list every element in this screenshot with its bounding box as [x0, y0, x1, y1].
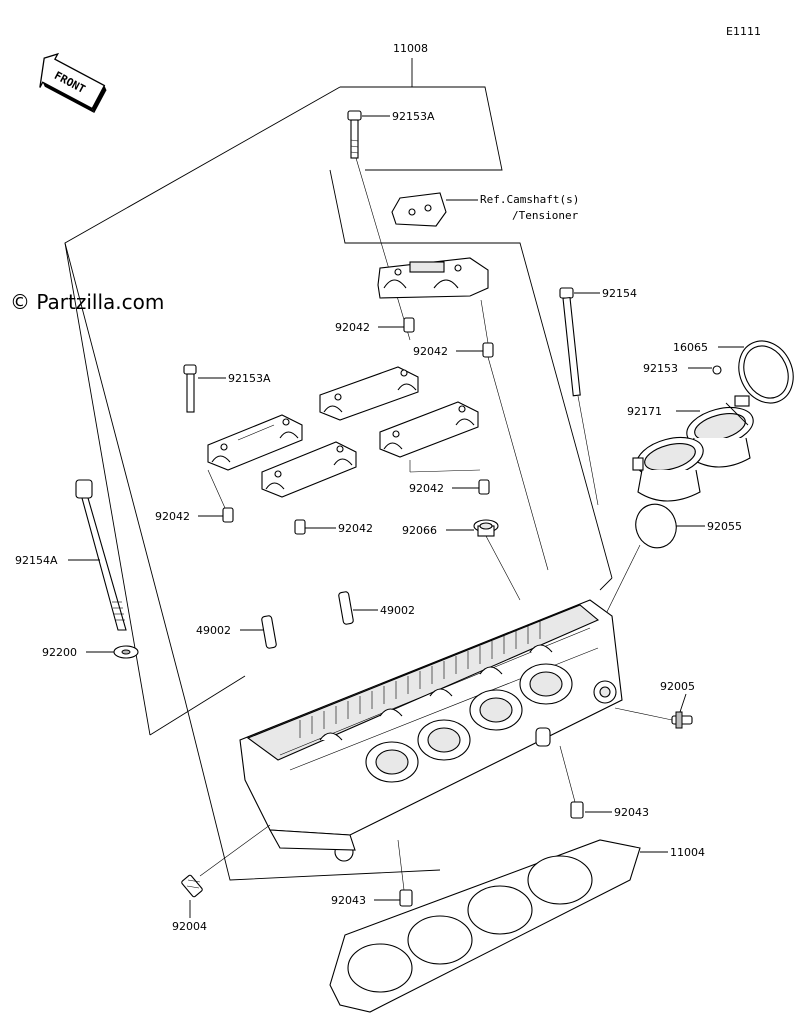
bolt-92154 — [559, 287, 581, 397]
figure-code: E1111 — [726, 25, 761, 38]
intake-holder-92171 — [632, 406, 754, 502]
callout-49002-a: 49002 — [196, 624, 231, 637]
dowel-92043-a — [570, 801, 584, 819]
callout-92004: 92004 — [172, 920, 207, 933]
dowel-92042-a — [403, 317, 415, 333]
ref-tensioner-label: /Tensioner — [512, 209, 579, 222]
callout-92042-a: 92042 — [335, 321, 370, 334]
tensioner-bracket — [391, 192, 447, 227]
dowel-92042-b — [482, 342, 494, 358]
valve-guide-49002-b — [338, 591, 354, 625]
cam-cap-left-3 — [261, 441, 357, 498]
callout-92042-e: 92042 — [409, 482, 444, 495]
stud-92004 — [181, 874, 203, 898]
dowel-92043-b — [399, 889, 413, 907]
callout-92055: 92055 — [707, 520, 742, 533]
valve-guide-49002-a — [261, 615, 277, 649]
cam-cap-left-1 — [207, 414, 303, 471]
callout-11004: 11004 — [670, 846, 705, 859]
o-ring-92055 — [635, 503, 677, 549]
cam-cap-right — [379, 401, 479, 458]
clamp-16065 — [734, 340, 794, 407]
callout-92043-a: 92043 — [614, 806, 649, 819]
washer-92200 — [113, 645, 139, 659]
callout-92005: 92005 — [660, 680, 695, 693]
head-gasket-11004 — [329, 839, 641, 1013]
plug-92066 — [473, 519, 499, 537]
dowel-92042-c — [222, 507, 234, 523]
bolt-92154A — [75, 479, 127, 631]
callout-92042-b: 92042 — [413, 345, 448, 358]
callout-49002-b: 49002 — [380, 604, 415, 617]
front-arrow-icon — [39, 52, 107, 114]
callout-92154: 92154 — [602, 287, 637, 300]
cam-cap-left-2 — [319, 366, 419, 421]
callout-92153A-top: 92153A — [392, 110, 435, 123]
cylinder-head-body — [239, 599, 623, 862]
bolt-92153A-mid — [183, 364, 197, 413]
callout-92043-b: 92043 — [331, 894, 366, 907]
cam-cap-top — [377, 257, 489, 299]
bolt-92153A-top — [347, 110, 362, 159]
callout-92153A-mid: 92153A — [228, 372, 271, 385]
assembly-outline — [64, 86, 613, 881]
callout-92042-d: 92042 — [338, 522, 373, 535]
callout-92200: 92200 — [42, 646, 77, 659]
callout-11008: 11008 — [393, 42, 428, 55]
callout-92066: 92066 — [402, 524, 437, 537]
screw-92153 — [712, 365, 722, 375]
callout-92042-c: 92042 — [155, 510, 190, 523]
watermark: © Partzilla.com — [10, 290, 164, 314]
callout-92171: 92171 — [627, 405, 662, 418]
ref-camshaft-label: Ref.Camshaft(s) — [480, 193, 579, 206]
callout-92154A: 92154A — [15, 554, 58, 567]
callout-92153: 92153 — [643, 362, 678, 375]
dowel-92042-d — [294, 519, 306, 535]
callout-16065: 16065 — [673, 341, 708, 354]
dowel-92042-e — [478, 479, 490, 495]
sensor-92005 — [671, 711, 693, 729]
